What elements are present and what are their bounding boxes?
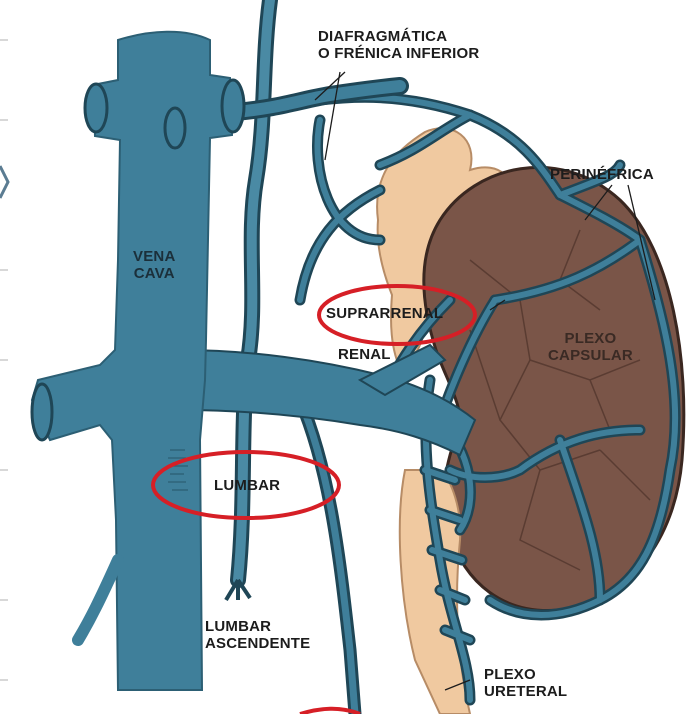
lower-lumbar-branch [78,560,118,640]
kidney [424,167,684,610]
page-edge-bracket [0,166,8,198]
label-perinefrica-text: PERINÉFRICA [550,166,654,183]
label-vena-cava-line1: VENA [133,248,175,265]
label-lumbar-text: LUMBAR [214,477,280,494]
label-plexo-ureteral: PLEXO URETERAL [484,666,567,700]
label-renal-text: RENAL [338,346,391,363]
label-diafragmatica: DIAFRAGMÁTICA O FRÉNICA INFERIOR [318,28,479,62]
label-lumbar-ascendente-line1: LUMBAR [205,618,310,635]
vena-cava [32,32,232,690]
label-plexo-capsular-line2: CAPSULAR [548,347,633,364]
label-plexo-ureteral-line1: PLEXO [484,666,567,683]
label-suprarrenal-text: SUPRARRENAL [326,305,443,322]
label-plexo-ureteral-line2: URETERAL [484,683,567,700]
gonadal-vein [300,400,355,714]
label-lumbar-ascendente: LUMBAR ASCENDENTE [205,618,310,652]
label-perinefrica: PERINÉFRICA [550,166,654,183]
label-renal: RENAL [338,346,391,363]
label-vena-cava-line2: CAVA [133,265,175,282]
label-suprarrenal: SUPRARRENAL [326,305,443,322]
label-lumbar: LUMBAR [214,477,280,494]
label-diafragmatica-line1: DIAFRAGMÁTICA [318,28,479,45]
label-plexo-capsular-line1: PLEXO [548,330,633,347]
label-vena-cava: VENA CAVA [133,248,175,282]
label-diafragmatica-line2: O FRÉNICA INFERIOR [318,45,479,62]
label-plexo-capsular: PLEXO CAPSULAR [548,330,633,364]
label-lumbar-ascendente-line2: ASCENDENTE [205,635,310,652]
page-margin-ticks [0,40,8,680]
